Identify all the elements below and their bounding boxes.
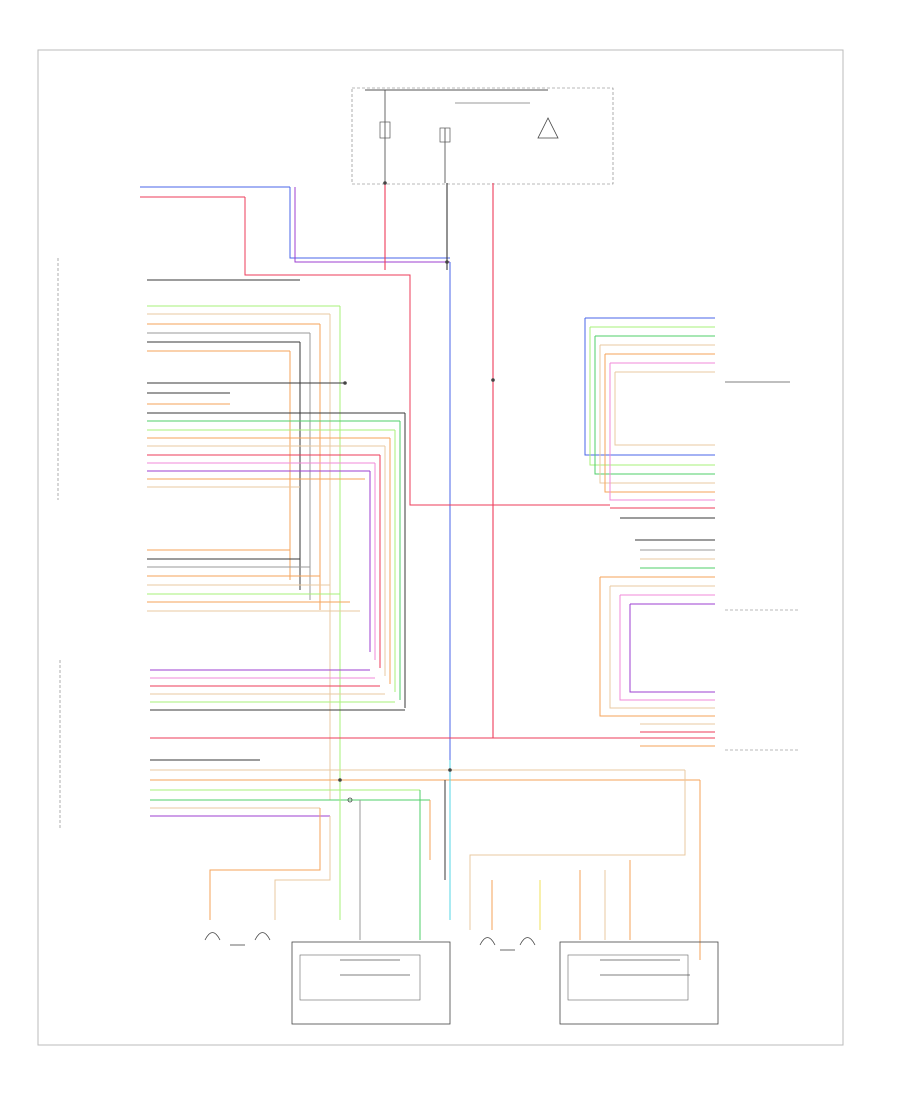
bottom-wiring xyxy=(209,760,701,960)
power-distribution-box xyxy=(351,87,614,185)
left-upper-connector xyxy=(140,186,450,265)
trunk-wires xyxy=(147,183,610,760)
right-lower-connector xyxy=(493,577,800,751)
left-door-module xyxy=(291,941,451,1025)
splice-points xyxy=(338,181,495,782)
right-motor-component xyxy=(479,937,536,951)
diagram-frame xyxy=(37,49,844,1046)
right-upper-connector xyxy=(584,317,790,501)
left-motor-component xyxy=(204,932,271,946)
left-bottom-connector xyxy=(59,660,700,830)
left-lower-connector xyxy=(147,549,360,612)
left-driver-connector xyxy=(57,258,406,800)
right-door-module xyxy=(559,941,719,1025)
right-middle-connector xyxy=(600,507,800,611)
